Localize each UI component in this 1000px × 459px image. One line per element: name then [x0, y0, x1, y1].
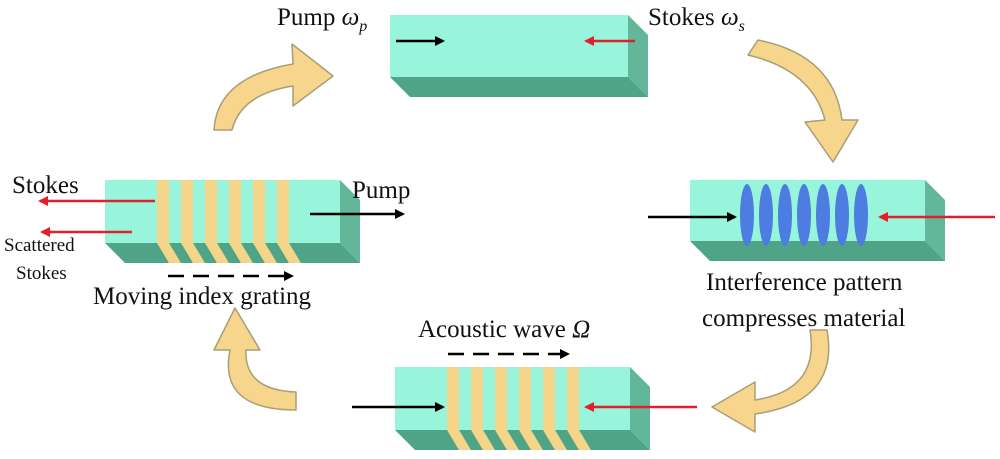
grating-stripe: [229, 180, 241, 243]
top-block-bottom: [390, 77, 648, 97]
right-block-side: [925, 180, 945, 261]
grating-stripes: [157, 180, 289, 243]
top-block: [390, 15, 648, 97]
acoustic-stripes: [447, 367, 579, 430]
acoustic-stripe: [471, 367, 483, 430]
right-block-bottom: [690, 241, 945, 261]
left-block: [105, 180, 360, 263]
cycle-arrow-bottom-to-left: [213, 307, 297, 411]
compresses-material-label: compresses material: [702, 305, 906, 332]
top-stokes-text: Stokes: [648, 4, 715, 31]
acoustic-wave-label: Acoustic wave Ω: [418, 317, 590, 342]
acoustic-stripe: [495, 367, 507, 430]
acoustic-stripe: [447, 367, 459, 430]
left-stokes-label: Stokes: [12, 172, 79, 199]
top-pump-subscript: p: [359, 18, 368, 35]
scattered-stokes-label: Stokes: [16, 263, 67, 284]
bottom-bottom-stripes: [447, 430, 591, 450]
grating-stripe: [253, 180, 265, 243]
interference-ellipse: [854, 184, 868, 246]
left-block-front: [105, 180, 340, 243]
top-pump-text: Pump: [277, 4, 336, 31]
grating-stripe: [181, 180, 193, 243]
left-pump-label: Pump: [352, 177, 411, 204]
cycle-arrow-left-to-top: [213, 43, 334, 131]
acoustic-wave-text: Acoustic wave: [418, 316, 566, 343]
interference-ellipse: [740, 184, 754, 246]
acoustic-stripe: [567, 367, 579, 430]
moving-index-grating-label: Moving index grating: [93, 283, 312, 310]
right-block: [690, 180, 945, 261]
top-pump-omega: ω: [341, 4, 360, 31]
bottom-block: [395, 367, 650, 450]
acoustic-omega: Ω: [572, 316, 591, 343]
interference-ellipse: [778, 184, 792, 246]
top-stokes-subscript: s: [738, 18, 745, 35]
top-stokes-label: Stokes ωs: [648, 5, 745, 35]
grating-stripe: [277, 180, 289, 243]
interference-ellipses: [740, 184, 868, 246]
interference-ellipse: [797, 184, 811, 246]
top-block-side: [628, 15, 648, 97]
top-stokes-omega: ω: [720, 4, 739, 31]
interference-ellipse: [816, 184, 830, 246]
acoustic-stripe: [543, 367, 555, 430]
grating-stripe: [205, 180, 217, 243]
left-bottom-stripes: [157, 243, 301, 263]
cycle-arrow-right-to-bottom: [711, 329, 830, 433]
bottom-block-front: [395, 367, 630, 430]
acoustic-stripe: [519, 367, 531, 430]
interference-ellipse: [835, 184, 849, 246]
cycle-arrow-top-to-right: [747, 39, 859, 163]
interference-ellipse: [759, 184, 773, 246]
scattered-label: Scattered: [4, 235, 75, 256]
grating-stripe: [157, 180, 169, 243]
top-pump-label: Pump ωp: [277, 5, 367, 35]
bottom-block-side: [630, 367, 650, 450]
interference-pattern-label: Interference pattern: [706, 269, 903, 296]
top-block-front: [390, 15, 628, 77]
left-block-side: [340, 180, 360, 263]
